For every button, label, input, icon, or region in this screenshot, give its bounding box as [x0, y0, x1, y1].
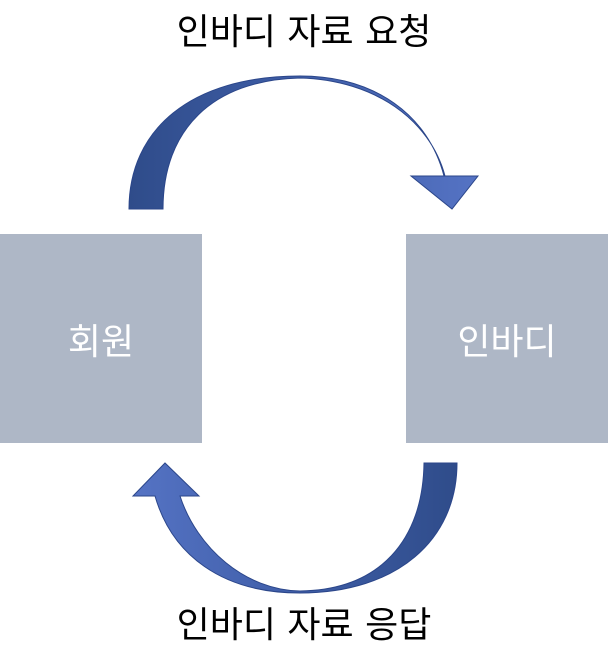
- member-box: 회원: [0, 234, 202, 443]
- inbody-box-label: 인바디: [457, 321, 557, 363]
- member-box-label: 회원: [67, 321, 135, 363]
- response-label: 인바디 자료 응답: [176, 605, 432, 646]
- inbody-box: 인바디: [406, 234, 608, 443]
- response-arrow: [131, 462, 458, 594]
- request-label: 인바디 자료 요청: [176, 12, 432, 53]
- request-arrow: [128, 75, 480, 210]
